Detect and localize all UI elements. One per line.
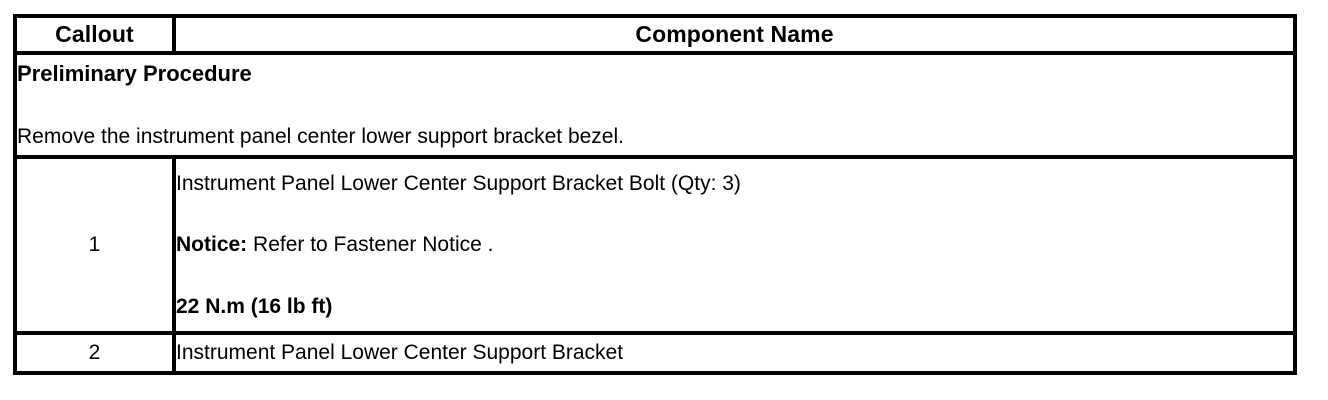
callout-number-1: 1 [88, 233, 101, 257]
component-callout-table: Callout Component Name Preliminary Proce… [13, 14, 1297, 375]
notice-text: Refer to Fastener Notice . [247, 233, 494, 257]
preliminary-procedure-cell: Preliminary Procedure Remove the instrum… [13, 51, 1297, 159]
column-header-component-name: Component Name [172, 14, 1297, 55]
table-row: 2 Instrument Panel Lower Center Support … [13, 331, 1297, 375]
preliminary-procedure-row: Preliminary Procedure Remove the instrum… [13, 51, 1297, 159]
preliminary-spacer [17, 88, 1293, 124]
column-header-callout: Callout [13, 14, 176, 55]
component-name-1: Instrument Panel Lower Center Support Br… [176, 172, 741, 196]
component-cell-1: Instrument Panel Lower Center Support Br… [172, 155, 1297, 335]
column-header-callout-label: Callout [55, 21, 134, 48]
callout-number-2: 2 [88, 341, 101, 365]
callout-cell-2: 2 [13, 331, 176, 375]
component-cell-2: Instrument Panel Lower Center Support Br… [172, 331, 1297, 375]
table-row: 1 Instrument Panel Lower Center Support … [13, 155, 1297, 335]
notice-label: Notice: [176, 233, 248, 257]
torque-specification: 22 N.m (16 lb ft) [176, 294, 333, 318]
table-header-row: Callout Component Name [13, 14, 1297, 55]
component-spacer-1b [176, 258, 1293, 294]
component-spacer-1a [176, 196, 1293, 232]
preliminary-procedure-text: Remove the instrument panel center lower… [17, 124, 624, 148]
preliminary-procedure-title: Preliminary Procedure [17, 61, 252, 87]
fastener-notice-line: Notice: Refer to Fastener Notice . [176, 232, 1293, 257]
callout-cell-1: 1 [13, 155, 176, 335]
component-name-2: Instrument Panel Lower Center Support Br… [176, 341, 624, 365]
column-header-component-name-label: Component Name [635, 21, 834, 48]
